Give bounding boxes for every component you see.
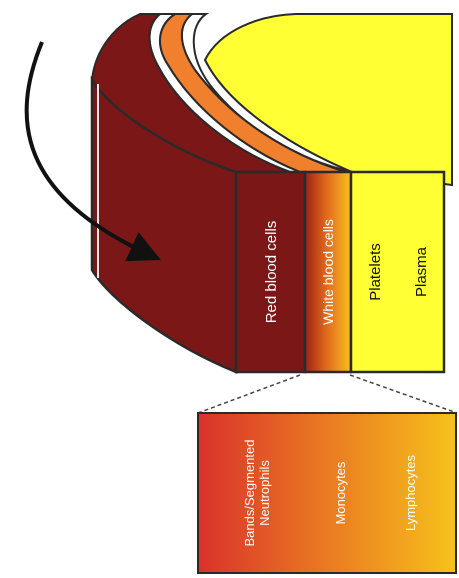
detail-bands-line1: Bands/Segmented xyxy=(242,440,257,547)
plasma-label: Plasma xyxy=(413,246,430,297)
curved-arrow xyxy=(24,41,161,262)
wbc-label: White blood cells xyxy=(320,219,336,325)
detail-monocytes: Monocytes xyxy=(333,461,348,524)
plasma-front-face xyxy=(349,170,446,374)
plasma-curved-surface xyxy=(203,13,453,187)
rbc-front-face xyxy=(234,170,307,374)
platelets-label: Platelets xyxy=(367,243,384,301)
zoom-line-right xyxy=(349,374,458,414)
zoom-line-left xyxy=(197,374,301,414)
detail-bands-line2: Neutrophils xyxy=(257,460,272,526)
detail-lymphocytes: Lymphocytes xyxy=(403,454,418,531)
rbc-label: Red blood cells xyxy=(263,221,280,324)
wbc-front-face xyxy=(303,170,353,374)
wbc-detail-box xyxy=(197,412,457,574)
